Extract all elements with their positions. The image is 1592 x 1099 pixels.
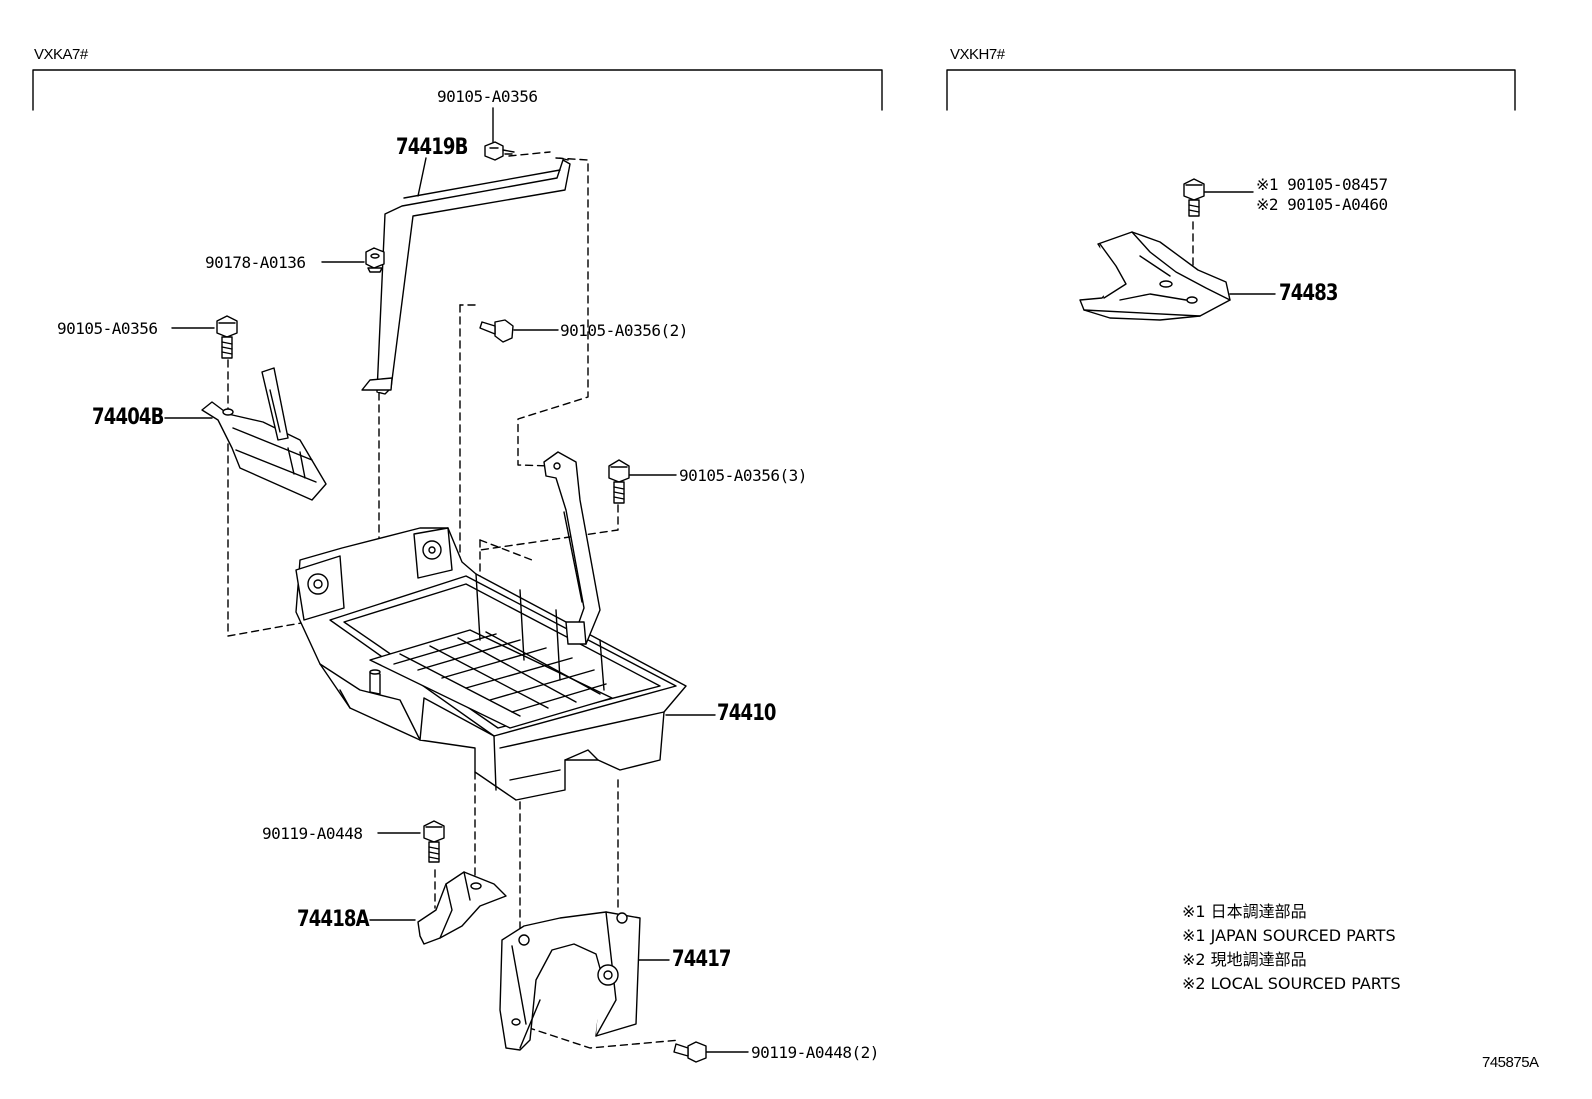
label-tray-74410[interactable]: 74410 [717, 701, 776, 726]
group-label-left: VXKA7# [34, 46, 88, 63]
bolt-mid [479, 319, 514, 343]
bracket-74418a [417, 871, 507, 945]
bolt-r [1183, 178, 1205, 217]
alignment-lines [227, 151, 1194, 1049]
bolt-top [484, 141, 515, 161]
bolt-bottom-left [423, 820, 445, 863]
group-label-right: VXKH7# [950, 46, 1005, 63]
footnote-2: ※1 JAPAN SOURCED PARTS [1182, 926, 1396, 945]
bracket-74417 [499, 911, 641, 1051]
label-bracket-74418a[interactable]: 74418A [297, 907, 370, 932]
label-bracket-74417[interactable]: 74417 [672, 947, 731, 972]
group-bracket-left [32, 69, 883, 111]
footnotes: ※1 日本調達部品 ※1 JAPAN SOURCED PARTS ※2 現地調達… [1182, 900, 1401, 996]
nut-left [365, 247, 385, 273]
label-bolt-top[interactable]: 90105-A0356 [437, 87, 538, 106]
leader-lines [164, 107, 1276, 1053]
label-bolt-bottom-left[interactable]: 90119-A0448 [262, 824, 363, 843]
label-bolt-right[interactable]: 90105-A0356(3) [679, 466, 807, 485]
label-stay-74419b[interactable]: 74419B [396, 135, 468, 160]
bracket-74404b [201, 367, 327, 501]
stay-74419b [361, 157, 571, 395]
stay-right [543, 451, 601, 645]
group-bracket-right [946, 69, 1516, 111]
battery-tray-74410 [295, 527, 687, 801]
label-bolt-mid[interactable]: 90105-A0356(2) [560, 321, 688, 340]
cover-74483 [1079, 231, 1231, 321]
label-bolt-r2[interactable]: ※2 90105-A0460 [1256, 195, 1388, 214]
illustration-id: 745875A [1482, 1054, 1539, 1071]
label-bracket-74404b[interactable]: 74404B [92, 405, 164, 430]
label-cover-74483[interactable]: 74483 [1279, 281, 1338, 306]
footnote-1: ※1 日本調達部品 [1182, 902, 1307, 921]
footnote-4: ※2 LOCAL SOURCED PARTS [1182, 974, 1401, 993]
label-nut-left[interactable]: 90178-A0136 [205, 253, 306, 272]
label-bolt-bottom[interactable]: 90119-A0448(2) [751, 1043, 879, 1062]
bolt-left [216, 315, 238, 359]
bolt-right [608, 459, 630, 504]
label-bolt-left[interactable]: 90105-A0356 [57, 319, 158, 338]
bolt-bottom [673, 1041, 707, 1063]
footnote-3: ※2 現地調達部品 [1182, 950, 1307, 969]
label-bolt-r1[interactable]: ※1 90105-08457 [1256, 175, 1388, 194]
